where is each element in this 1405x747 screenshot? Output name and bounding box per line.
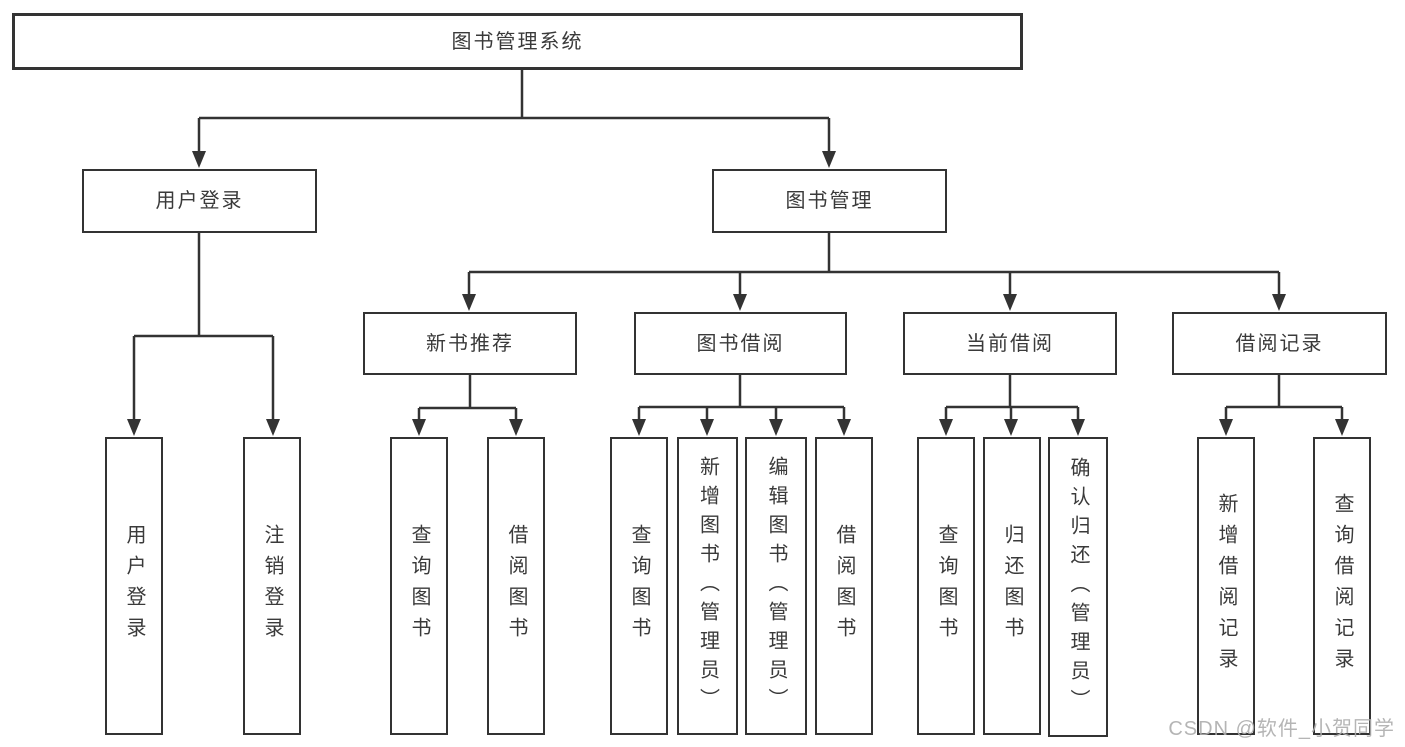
node-borrow-records: 借阅记录 [1172, 312, 1387, 375]
node-label: 借阅图书 [833, 524, 855, 648]
node-current-borrowing: 当前借阅 [903, 312, 1117, 375]
leaf-query-books-1: 查询图书 [390, 437, 448, 735]
node-label: 新增图书（管理员） [696, 455, 719, 717]
leaf-add-borrow-record: 新增借阅记录 [1197, 437, 1255, 735]
leaf-query-borrow-record: 查询借阅记录 [1313, 437, 1371, 735]
leaf-query-books-2: 查询图书 [610, 437, 668, 735]
node-user-login: 用户登录 [82, 169, 317, 233]
leaf-borrow-books-2: 借阅图书 [815, 437, 873, 735]
node-new-book-recommend: 新书推荐 [363, 312, 577, 375]
node-label: 新增借阅记录 [1215, 493, 1237, 679]
leaf-return-books: 归还图书 [983, 437, 1041, 735]
node-label: 查询借阅记录 [1331, 493, 1353, 679]
node-label: 图书管理 [785, 190, 874, 212]
csdn-watermark: CSDN @软件_小贺同学 [1168, 718, 1395, 740]
node-label: 确认归还（管理员） [1067, 456, 1089, 718]
leaf-borrow-books-1: 借阅图书 [487, 437, 545, 735]
node-book-management: 图书管理 [712, 169, 947, 233]
node-label: 借阅记录 [1235, 332, 1324, 355]
node-label: 查询图书 [628, 524, 650, 648]
node-label: 图书借阅 [696, 332, 785, 355]
node-label: 当前借阅 [966, 332, 1054, 355]
node-label: 查询图书 [935, 524, 957, 648]
node-book-borrowing: 图书借阅 [634, 312, 847, 375]
node-label: 用户登录 [155, 190, 244, 212]
leaf-user-login: 用户登录 [105, 437, 163, 735]
leaf-query-books-3: 查询图书 [917, 437, 975, 735]
leaf-logout: 注销登录 [243, 437, 301, 735]
node-label: 归还图书 [1001, 524, 1023, 648]
leaf-add-books-admin: 新增图书（管理员） [677, 437, 738, 735]
node-label: 注销登录 [261, 524, 283, 648]
node-library-management-system: 图书管理系统 [12, 13, 1023, 70]
node-label: 查询图书 [408, 524, 430, 648]
leaf-confirm-return-admin: 确认归还（管理员） [1048, 437, 1108, 737]
node-label: 编辑图书（管理员） [765, 455, 787, 717]
node-label: 图书管理系统 [451, 30, 584, 53]
leaf-edit-books-admin: 编辑图书（管理员） [745, 437, 807, 735]
node-label: 新书推荐 [426, 332, 514, 355]
node-label: 用户登录 [123, 524, 145, 648]
node-label: 借阅图书 [505, 524, 527, 648]
